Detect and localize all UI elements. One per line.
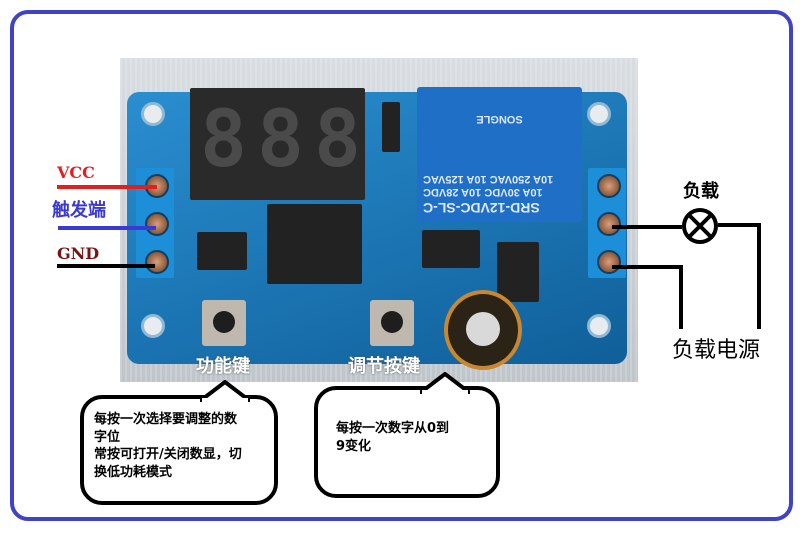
adjust-key-button[interactable] — [370, 300, 414, 346]
transistor-chip — [382, 102, 400, 152]
mount-hole-icon — [587, 102, 611, 126]
load-wire — [718, 223, 760, 227]
vcc-wire — [57, 185, 157, 189]
relay-component: SRD-12VDC-SL-C 10A 30VDC 10A 28VDC 10A 2… — [417, 87, 582, 222]
adjust-key-callout: 每按一次数字从0到 9变化 — [314, 386, 500, 498]
screw-terminal-icon — [597, 212, 621, 236]
screw-terminal-icon — [597, 250, 621, 274]
load-power-wire — [612, 265, 682, 269]
relay-rating: 10A 30VDC 10A 28VDC — [423, 186, 543, 199]
callout-line: 每按一次选择要调整的数 — [94, 412, 238, 427]
adjust-key-label: 调节按键 — [348, 356, 420, 377]
load-power-wire — [679, 265, 683, 329]
outer-frame — [10, 10, 793, 521]
gnd-wire — [57, 264, 155, 268]
callout-line: 换低功耗模式 — [94, 464, 173, 480]
optocoupler-chip — [197, 232, 247, 270]
callout-line: 字位 — [94, 429, 121, 445]
seven-segment-display: 8 8 8 — [190, 88, 365, 200]
callout-tail-icon — [200, 380, 250, 402]
display-digit: 8 — [200, 95, 247, 185]
display-digit: 8 — [257, 95, 304, 185]
mcu-chip — [267, 204, 362, 284]
lamp-x-icon — [681, 207, 719, 245]
relay-rating: 10A 250VAC 10A 125VAC — [423, 172, 554, 185]
regulator-chip — [497, 242, 539, 302]
relay-model: SRD-12VDC-SL-C — [423, 200, 540, 216]
mount-hole-icon — [587, 314, 611, 338]
callout-line: 每按一次数字从0到 — [336, 421, 450, 436]
mount-hole-icon — [141, 102, 165, 126]
gnd-label: GND — [57, 244, 100, 263]
trigger-wire — [58, 226, 156, 230]
screw-terminal-icon — [145, 250, 169, 274]
load-label: 负载 — [683, 181, 719, 202]
vcc-label: VCC — [57, 163, 95, 182]
function-key-button[interactable] — [202, 300, 246, 346]
screw-terminal-icon — [597, 174, 621, 198]
function-key-label: 功能键 — [196, 356, 250, 377]
load-power-wire — [757, 223, 761, 329]
screw-terminal-icon — [145, 212, 169, 236]
function-key-callout: 每按一次选择要调整的数 字位 常按可打开/关闭数显，切 换低功耗模式 — [80, 395, 278, 505]
callout-tail-icon — [420, 372, 470, 394]
display-digit: 8 — [314, 95, 361, 185]
relay-brand: SONGLE — [476, 113, 523, 125]
callout-line: 9变化 — [336, 438, 372, 454]
capacitor — [444, 290, 522, 370]
mount-hole-icon — [141, 314, 165, 338]
output-terminal-block — [588, 168, 626, 278]
callout-line: 常按可打开/关闭数显，切 — [94, 447, 242, 463]
trigger-label: 触发端 — [52, 200, 106, 221]
driver-chip — [422, 230, 480, 268]
load-power-label: 负载电源 — [672, 338, 761, 363]
load-wire — [612, 225, 682, 229]
